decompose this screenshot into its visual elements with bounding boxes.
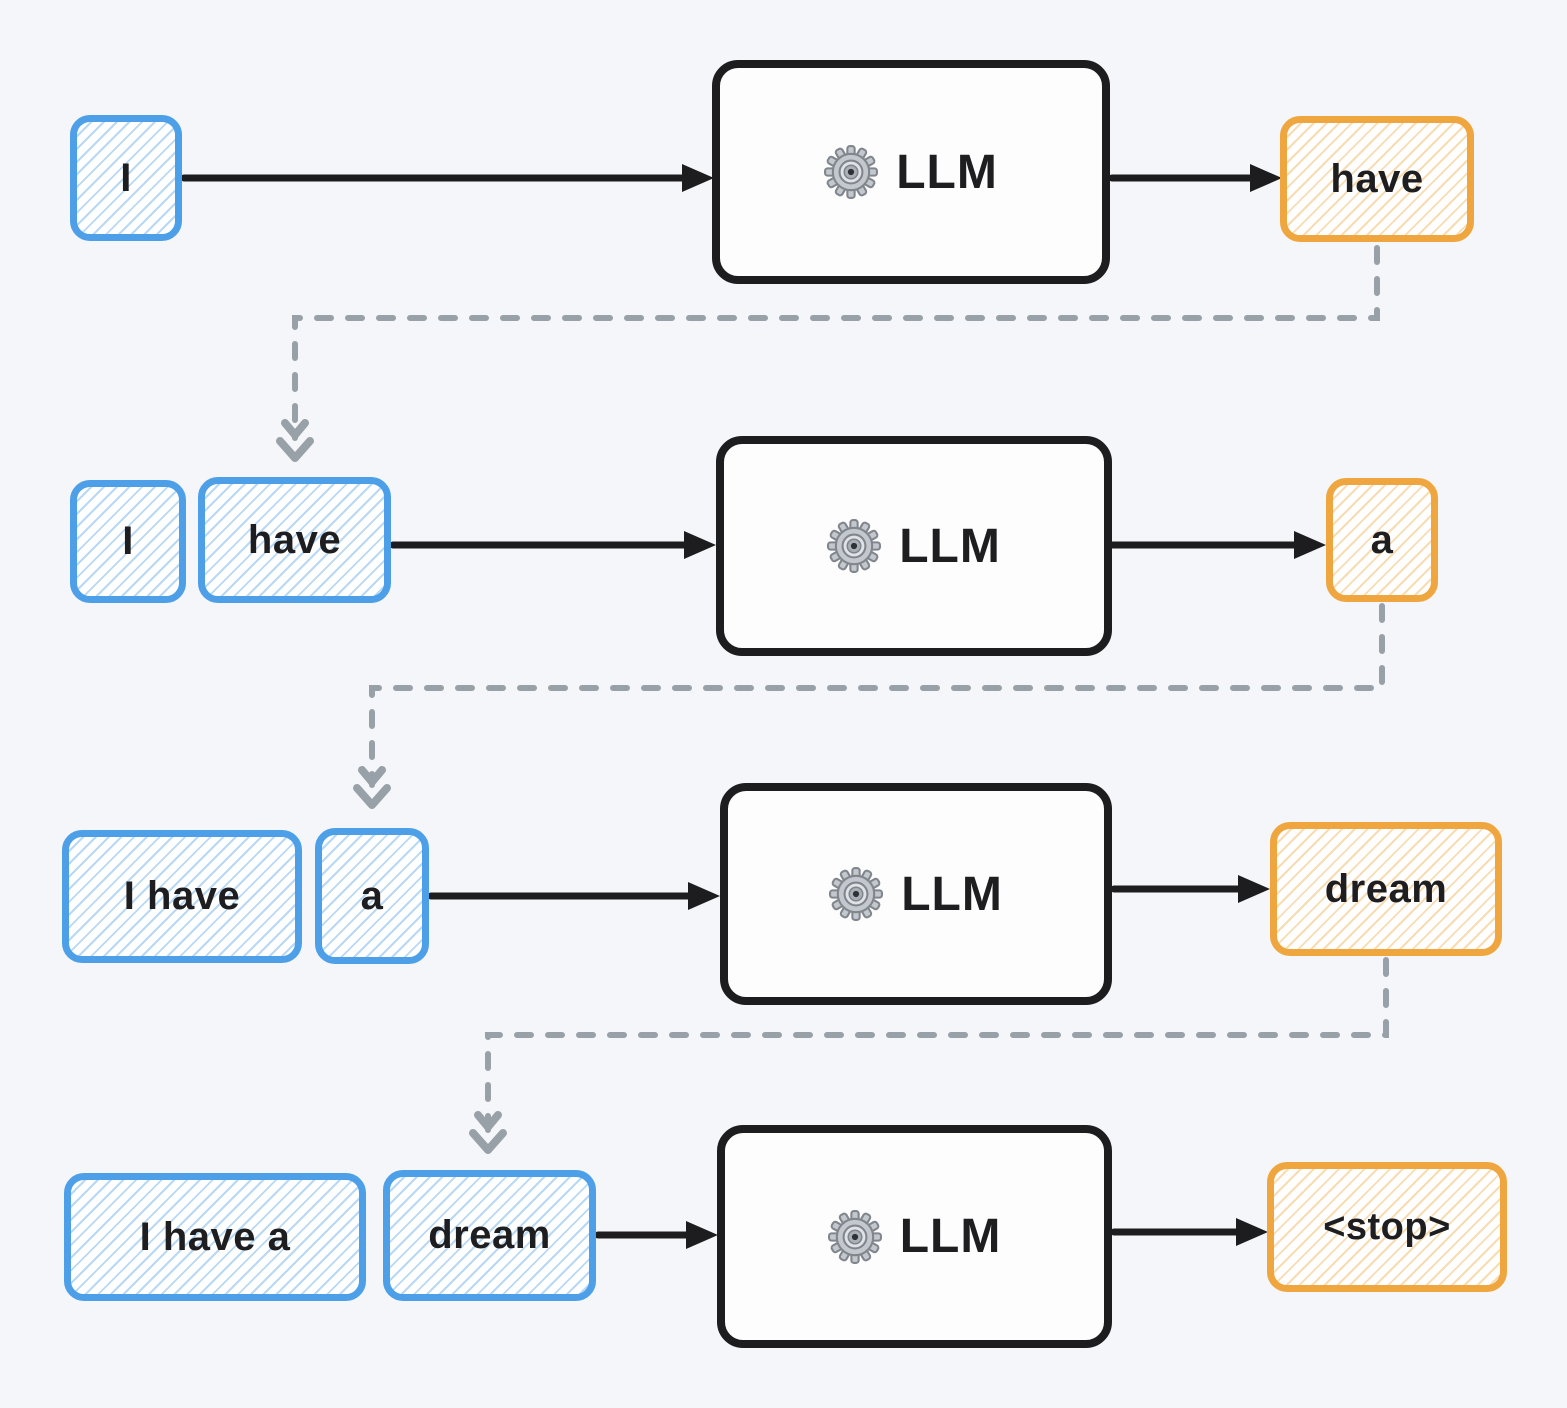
llm-box: LLM bbox=[720, 783, 1112, 1005]
token-label: I bbox=[120, 155, 132, 200]
chevron-arrowhead bbox=[469, 1129, 507, 1154]
token-label: have bbox=[1330, 156, 1424, 201]
input-token: I bbox=[70, 115, 182, 241]
gear-icon bbox=[824, 145, 879, 199]
gear-icon bbox=[829, 867, 884, 921]
chevron-arrowhead bbox=[353, 784, 391, 809]
token-label: <stop> bbox=[1323, 1205, 1451, 1248]
output-token: have bbox=[1280, 116, 1474, 242]
token-label: I bbox=[122, 519, 134, 563]
token-label: dream bbox=[428, 1213, 551, 1257]
arrowhead bbox=[1236, 1218, 1268, 1246]
llm-box: LLM bbox=[717, 1125, 1112, 1348]
chevron-arrowhead bbox=[358, 766, 386, 786]
token-label: I have a bbox=[139, 1214, 291, 1259]
llm-box: LLM bbox=[712, 60, 1110, 284]
arrowhead bbox=[686, 1221, 718, 1249]
token-label: a bbox=[1370, 517, 1394, 562]
solid-arrows bbox=[180, 174, 1300, 1239]
chevron-arrowhead bbox=[281, 419, 309, 439]
arrowhead bbox=[1238, 875, 1270, 903]
llm-label: LLM bbox=[896, 145, 998, 199]
gear-icon bbox=[827, 1209, 882, 1264]
arrowhead bbox=[1250, 164, 1282, 192]
llm-label: LLM bbox=[899, 519, 1001, 573]
input-token: a bbox=[315, 828, 429, 964]
token-label: have bbox=[247, 517, 342, 562]
token-label: I have bbox=[123, 874, 241, 918]
chevron-arrowhead bbox=[276, 437, 314, 462]
arrowhead bbox=[682, 164, 714, 192]
llm-label: LLM bbox=[901, 867, 1003, 921]
llm-box: LLM bbox=[716, 436, 1112, 656]
input-token: I have a bbox=[64, 1173, 366, 1301]
arrowhead bbox=[688, 882, 720, 910]
input-token: I bbox=[70, 480, 186, 603]
llm-label: LLM bbox=[899, 1210, 1002, 1263]
input-token: I have bbox=[62, 830, 302, 963]
token-label: dream bbox=[1324, 866, 1448, 911]
output-token: <stop> bbox=[1267, 1162, 1507, 1292]
input-token: dream bbox=[383, 1170, 596, 1301]
chevron-arrowhead bbox=[474, 1111, 502, 1131]
arrowhead bbox=[684, 531, 716, 559]
solid-arrowheads bbox=[682, 164, 1326, 1249]
gear-icon bbox=[827, 519, 882, 573]
input-token: have bbox=[198, 477, 391, 603]
arrowhead bbox=[1294, 531, 1326, 559]
token-label: a bbox=[360, 873, 384, 918]
output-token: dream bbox=[1270, 822, 1502, 956]
output-token: a bbox=[1326, 478, 1438, 602]
